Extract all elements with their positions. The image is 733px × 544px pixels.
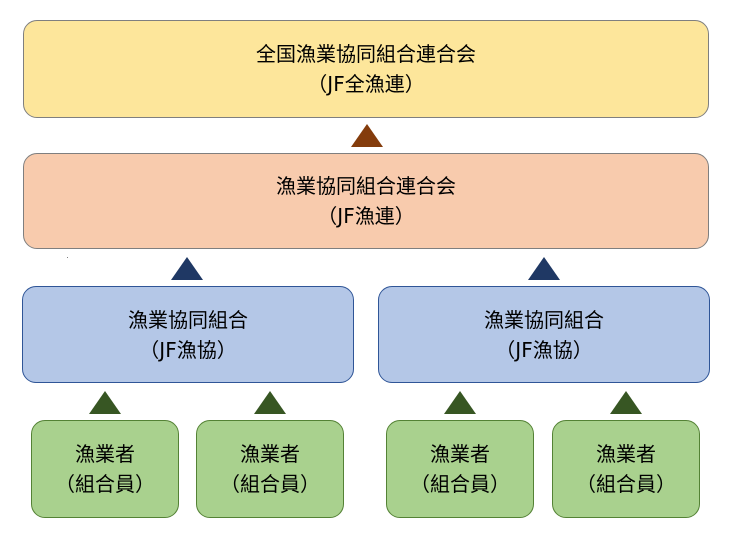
coop-name: 漁業協同組合 (128, 307, 248, 332)
coop-box-right: 漁業協同組合 （JF漁協） (378, 286, 710, 383)
federation-box: 漁業協同組合連合会 （JF漁連） (23, 153, 709, 249)
federation-name: 漁業協同組合連合会 (276, 174, 456, 198)
member-name: 漁業者 (596, 442, 656, 466)
member-name: 漁業者 (240, 442, 300, 466)
stray-dot (67, 257, 68, 258)
member-role: （組合員） (55, 472, 155, 496)
member-box: 漁業者 （組合員） (386, 420, 534, 518)
member-box: 漁業者 （組合員） (196, 420, 344, 518)
member-name: 漁業者 (75, 442, 135, 466)
arrow-up-icon (171, 257, 203, 280)
member-role: （組合員） (410, 472, 510, 496)
arrow-up-icon (254, 391, 286, 414)
arrow-up-icon (444, 391, 476, 414)
member-role: （組合員） (220, 472, 320, 496)
arrow-up-icon (351, 124, 383, 147)
national-federation-name: 全国漁業協同組合連合会 (256, 42, 476, 66)
arrow-up-icon (89, 391, 121, 414)
national-federation-box: 全国漁業協同組合連合会 （JF全漁連） (23, 20, 709, 118)
federation-abbr: （JF漁連） (317, 204, 415, 228)
member-name: 漁業者 (430, 442, 490, 466)
coop-name: 漁業協同組合 (484, 307, 604, 332)
national-federation-abbr: （JF全漁連） (307, 72, 425, 96)
member-role: （組合員） (576, 472, 676, 496)
member-box: 漁業者 （組合員） (552, 420, 700, 518)
coop-abbr: （JF漁協） (139, 337, 237, 362)
coop-abbr: （JF漁協） (495, 337, 593, 362)
coop-box-left: 漁業協同組合 （JF漁協） (22, 286, 354, 383)
member-box: 漁業者 （組合員） (31, 420, 179, 518)
arrow-up-icon (528, 257, 560, 280)
arrow-up-icon (610, 391, 642, 414)
